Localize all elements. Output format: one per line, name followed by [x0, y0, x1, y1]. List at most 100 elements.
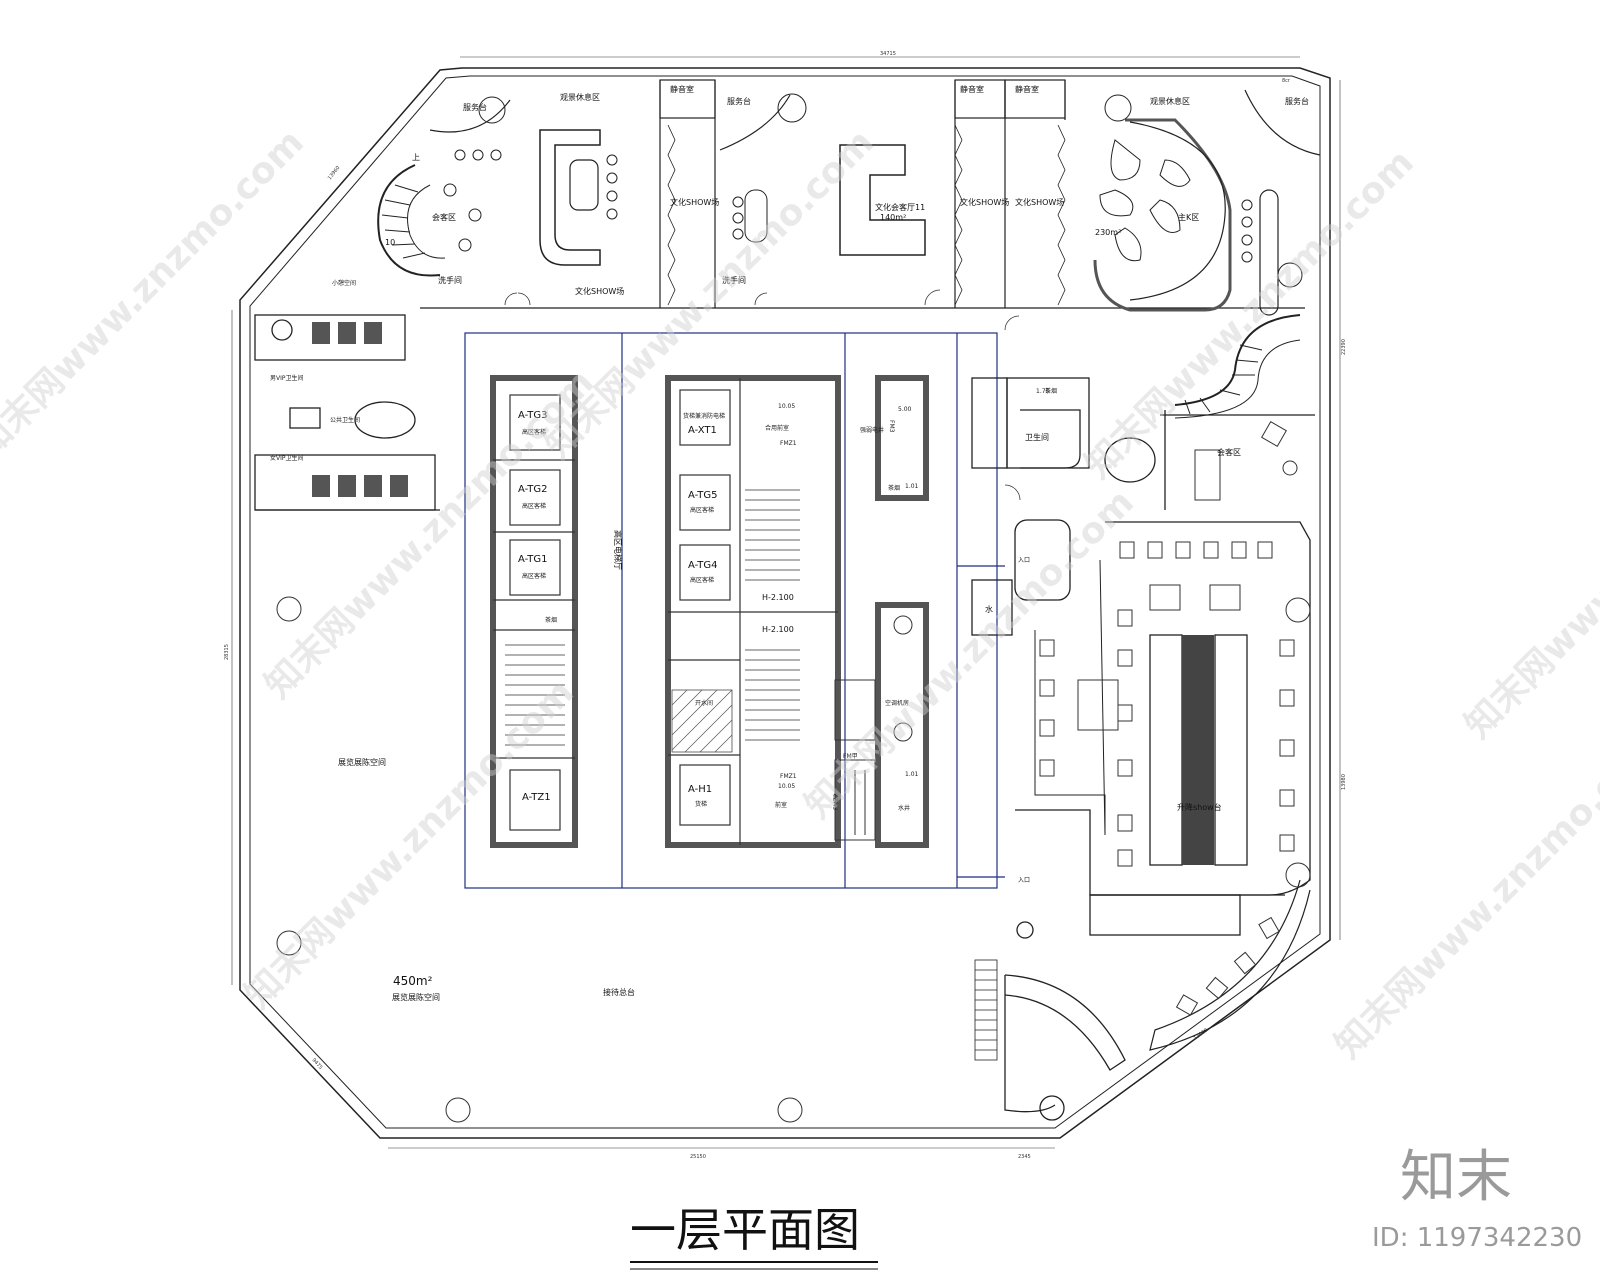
- label-h-2100-b: H-2.100: [762, 625, 794, 634]
- label-meeting-area: 会客区: [1217, 447, 1241, 457]
- label-electric-well: 强弱电井: [860, 426, 884, 434]
- core-outline: [464, 332, 1005, 889]
- label-culture-hall: 文化会客厅11: [875, 202, 925, 212]
- dim-bottom-right: 2345: [1018, 1154, 1031, 1160]
- label-level-f: 1.75: [1036, 388, 1050, 395]
- label-landscape-lounge-right: 观景休息区: [1150, 96, 1190, 106]
- label-main-k-area: 主K区: [1178, 212, 1199, 222]
- label-public-wc: 公共卫生间: [330, 416, 360, 424]
- label-level-e: 1.01: [905, 771, 919, 778]
- elevator-labels: A-TG3 高区客梯 A-TG2 高区客梯 A-TG1 高区客梯 A-TZ1 A…: [518, 410, 718, 808]
- label-entrance-2: 入口: [1018, 877, 1030, 884]
- plan-title: 一层平面图: [630, 1203, 860, 1257]
- dim-top-right: 8cr: [1282, 78, 1291, 84]
- spiral-stair-left: [377, 164, 446, 277]
- columns: [276, 596, 803, 1123]
- open-well-hatch: [671, 689, 733, 753]
- label-front-room-a: 合用前室: [765, 424, 789, 432]
- label-exhibition-2: 展览展陈空间: [392, 992, 440, 1002]
- label-fire-lift: 货梯兼消防电梯: [683, 412, 725, 420]
- label-tea-2: 茶烟: [545, 616, 557, 624]
- label-fmz1-b: FMZ1: [780, 773, 797, 780]
- elevator-a-h1-label: 货梯: [695, 800, 707, 808]
- elevator-a-tg1-label: 高区客梯: [522, 572, 546, 580]
- spiral-stair-right: [1174, 314, 1301, 419]
- label-fire-lift-id: A-XT1: [688, 425, 717, 436]
- elevator-a-tz1-id: A-TZ1: [522, 792, 551, 803]
- watermark-4: 知末网www.znzmo.com: [797, 482, 1141, 826]
- label-washroom-mid: 洗手间: [722, 275, 746, 285]
- label-water: 水: [985, 604, 993, 614]
- label-stair-up: 上: [412, 153, 420, 162]
- dimension-lines: [231, 56, 1341, 1149]
- elevator-a-h1-id: A-H1: [688, 784, 712, 795]
- image-id-label: ID: 1197342230: [1372, 1223, 1582, 1253]
- label-silent-room-3: 静音室: [1015, 84, 1039, 94]
- label-culture-show-left-a: 文化SHOW场: [670, 197, 719, 207]
- label-service-desk-mid: 服务台: [727, 96, 751, 106]
- label-front-room-b: 前室: [775, 801, 787, 809]
- watermark-7: 知末网www.znzmo.com: [1457, 402, 1600, 746]
- wc-stalls: [312, 322, 408, 497]
- label-ac-room: 空调机房: [885, 699, 909, 707]
- elevator-a-tg1-id: A-TG1: [518, 554, 548, 565]
- elevator-a-tg4-label: 高区客梯: [690, 576, 714, 584]
- elevator-a-tg4-id: A-TG4: [688, 560, 718, 571]
- lower-right-desk: [1004, 921, 1126, 1121]
- label-service-desk-left: 服务台: [463, 102, 487, 112]
- label-level-c: 5.00: [898, 406, 912, 413]
- label-small-space: 小憩空间: [332, 279, 356, 287]
- label-open-well: 开水间: [695, 699, 713, 707]
- right-middle-rooms: [971, 377, 1315, 636]
- label-tea-3: 茶烟: [1045, 387, 1057, 395]
- label-tea-1: 茶烟: [888, 484, 900, 492]
- label-reception-area: 会客区: [432, 212, 456, 222]
- label-fmz2: FMZ2: [833, 793, 840, 810]
- meeting-area-furniture: [1194, 421, 1298, 501]
- label-h-2100-a: H-2.100: [762, 593, 794, 602]
- dim-right-mid: 13980: [1341, 774, 1347, 790]
- dim-left-mid: 28315: [224, 644, 230, 660]
- label-show-desk: 升降show台: [1177, 802, 1222, 812]
- label-stair-num: 10: [385, 238, 395, 247]
- elevator-a-tg3-id: A-TG3: [518, 410, 548, 421]
- room-labels: 服务台 观景休息区 静音室 服务台 静音室 静音室 观景休息区 服务台 会客区 …: [270, 84, 1309, 1002]
- label-level-b: 10.05: [778, 783, 795, 790]
- label-culture-show-right: 文化SHOW场: [1015, 197, 1064, 207]
- door-swings: [504, 289, 1021, 501]
- building-outline: [239, 67, 1331, 1139]
- label-water-well: 水井: [898, 804, 910, 812]
- top-rooms: [420, 79, 1321, 316]
- label-fmz1-a: FMZ1: [780, 440, 797, 447]
- dim-top: 34715: [880, 51, 896, 57]
- label-fm-jia: FM甲: [843, 753, 858, 760]
- watermark-5: 知末网www.znzmo.com: [1077, 142, 1421, 486]
- furniture-top: [443, 93, 1303, 288]
- ac-equipment: [834, 615, 913, 841]
- elevator-a-tg5-id: A-TG5: [688, 490, 718, 501]
- core-inner: [493, 378, 838, 845]
- show-seats: [1039, 541, 1311, 1016]
- label-male-vip-wc: 男VIP卫生间: [270, 374, 304, 382]
- elevator-a-tg3-label: 高区客梯: [522, 428, 546, 436]
- label-culture-show-left-b: 文化SHOW场: [575, 286, 624, 296]
- lower-stair: [974, 959, 998, 1061]
- label-exhibition-1: 展览展陈空间: [338, 757, 386, 767]
- label-main-area-size: 230m²: [1095, 228, 1121, 237]
- label-fm3: FM3: [888, 420, 895, 433]
- show-area: [1014, 519, 1311, 1051]
- label-culture-show-mid: 文化SHOW场: [960, 197, 1009, 207]
- left-washrooms: [254, 314, 440, 511]
- watermark-6: 知末网www.znzmo.com: [1327, 722, 1600, 1066]
- stair-treads: [505, 489, 800, 746]
- dim-bottom-main: 25150: [690, 1154, 706, 1160]
- label-culture-hall-area: 140m²: [880, 213, 906, 222]
- dim-left-upper: 13960: [327, 165, 342, 181]
- label-level-a: 10.05: [778, 403, 795, 410]
- label-level-d: 1.01: [905, 483, 919, 490]
- brand-logo: 知末: [1400, 1145, 1512, 1210]
- label-washroom-left: 洗手间: [438, 275, 462, 285]
- label-toilet: 卫生间: [1025, 432, 1049, 442]
- label-female-vip-wc: 女VIP卫生间: [270, 454, 304, 462]
